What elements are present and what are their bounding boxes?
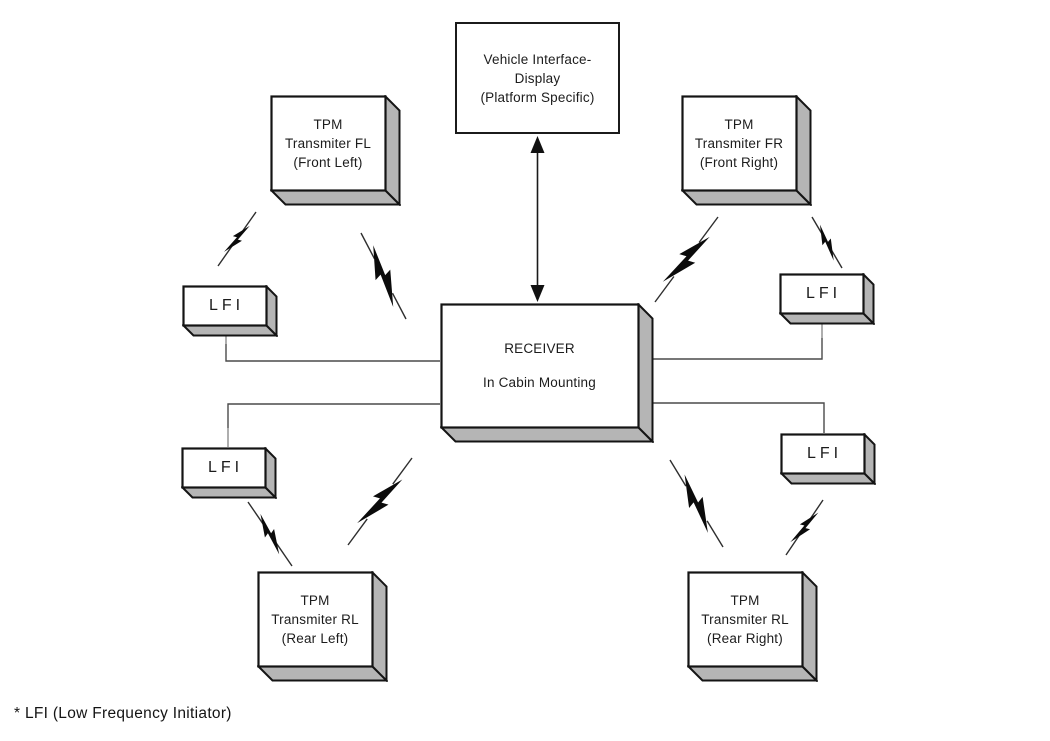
box-3d-shape bbox=[440, 303, 654, 443]
label-line: RECEIVER bbox=[504, 341, 575, 356]
rf-link-lfi-tpmrr bbox=[785, 499, 824, 556]
tpm-transmitter-fl-box: TPM Transmiter FL (Front Left) bbox=[270, 95, 401, 206]
lfi-front-right-box: LFI bbox=[779, 273, 875, 325]
label-line: Transmiter FR bbox=[694, 135, 784, 151]
label-line: Vehicle Interface- bbox=[483, 51, 592, 67]
label-line: TPM bbox=[724, 116, 754, 132]
lightning-bolt-icon bbox=[819, 224, 834, 261]
lfi-label: LFI bbox=[181, 447, 266, 488]
tpm-rr-label: TPM Transmiter RL (Rear Right) bbox=[687, 571, 803, 667]
box-3d-shape bbox=[779, 273, 875, 325]
wire-lfi-rear-left bbox=[227, 403, 440, 447]
lfi-footnote: * LFI (Low Frequency Initiator) bbox=[14, 705, 232, 722]
box-3d-shape bbox=[181, 447, 277, 499]
label-line: LFI bbox=[806, 445, 843, 462]
tpm-transmitter-fr-box: TPM Transmiter FR (Front Right) bbox=[681, 95, 812, 206]
rf-link-tpmfl-lfi bbox=[217, 211, 257, 267]
label-line: LFI bbox=[208, 297, 245, 314]
tpm-fr-label: TPM Transmiter FR (Front Right) bbox=[681, 95, 797, 191]
box-3d-shape bbox=[182, 285, 278, 337]
vehicle-interface-display-box: Vehicle Interface- Display (Platform Spe… bbox=[455, 22, 620, 134]
lfi-rear-right-box: LFI bbox=[780, 433, 876, 485]
label-line: Transmiter RL bbox=[271, 611, 359, 627]
label-line: (Front Right) bbox=[699, 154, 779, 170]
tpm-transmitter-rr-box: TPM Transmiter RL (Rear Right) bbox=[687, 571, 818, 682]
rf-link-tpmfl-receiver bbox=[360, 232, 407, 320]
label-line: TPM bbox=[313, 116, 343, 132]
lfi-label: LFI bbox=[780, 433, 865, 474]
lightning-bolt-icon bbox=[684, 474, 708, 533]
box-3d-shape bbox=[780, 433, 876, 485]
box-3d-shape bbox=[687, 571, 818, 682]
box-3d-shape bbox=[270, 95, 401, 206]
label-line: (Front Left) bbox=[293, 154, 363, 170]
vehicle-interface-display-label: Vehicle Interface- Display (Platform Spe… bbox=[480, 50, 594, 107]
rf-link-receiver-tpmrl bbox=[347, 457, 413, 546]
rf-link-tpmfr-receiver bbox=[654, 216, 719, 303]
tpm-rl-label: TPM Transmiter RL (Rear Left) bbox=[257, 571, 373, 667]
double-headed-arrow-icon bbox=[530, 136, 545, 302]
lightning-bolt-icon bbox=[260, 513, 280, 555]
rf-link-receiver-tpmrr bbox=[669, 459, 724, 548]
lfi-label: LFI bbox=[779, 273, 864, 314]
label-line: LFI bbox=[207, 459, 244, 476]
receiver-box: RECEIVER In Cabin Mounting bbox=[440, 303, 654, 443]
label-line: Transmiter RL bbox=[701, 611, 789, 627]
rf-link-lfi-tpmrl bbox=[247, 501, 293, 567]
label-line: LFI bbox=[805, 285, 842, 302]
tpm-transmitter-rl-box: TPM Transmiter RL (Rear Left) bbox=[257, 571, 388, 682]
label-line: (Rear Left) bbox=[281, 630, 349, 646]
label-line: (Rear Right) bbox=[707, 630, 783, 646]
lightning-bolt-icon bbox=[373, 245, 394, 308]
label-line: Display bbox=[514, 70, 561, 86]
receiver-label: RECEIVER In Cabin Mounting bbox=[440, 303, 639, 428]
box-3d-shape bbox=[257, 571, 388, 682]
label-line: (Platform Specific) bbox=[480, 89, 595, 105]
label-line: TPM bbox=[300, 592, 330, 608]
lightning-bolt-icon bbox=[357, 479, 403, 524]
lfi-front-left-box: LFI bbox=[182, 285, 278, 337]
box-3d-shape bbox=[681, 95, 812, 206]
rf-link-tpmfr-lfi bbox=[811, 216, 843, 269]
label-line: Transmiter FL bbox=[284, 135, 372, 151]
lfi-rear-left-box: LFI bbox=[181, 447, 277, 499]
label-line: TPM bbox=[730, 592, 760, 608]
wire-lfi-rear-right bbox=[652, 402, 825, 433]
lightning-bolt-icon bbox=[790, 512, 819, 543]
lightning-bolt-icon bbox=[662, 236, 710, 282]
lfi-label: LFI bbox=[182, 285, 267, 326]
label-line: In Cabin Mounting bbox=[483, 375, 596, 390]
tpm-fl-label: TPM Transmiter FL (Front Left) bbox=[270, 95, 386, 191]
lightning-bolt-icon bbox=[223, 225, 250, 252]
